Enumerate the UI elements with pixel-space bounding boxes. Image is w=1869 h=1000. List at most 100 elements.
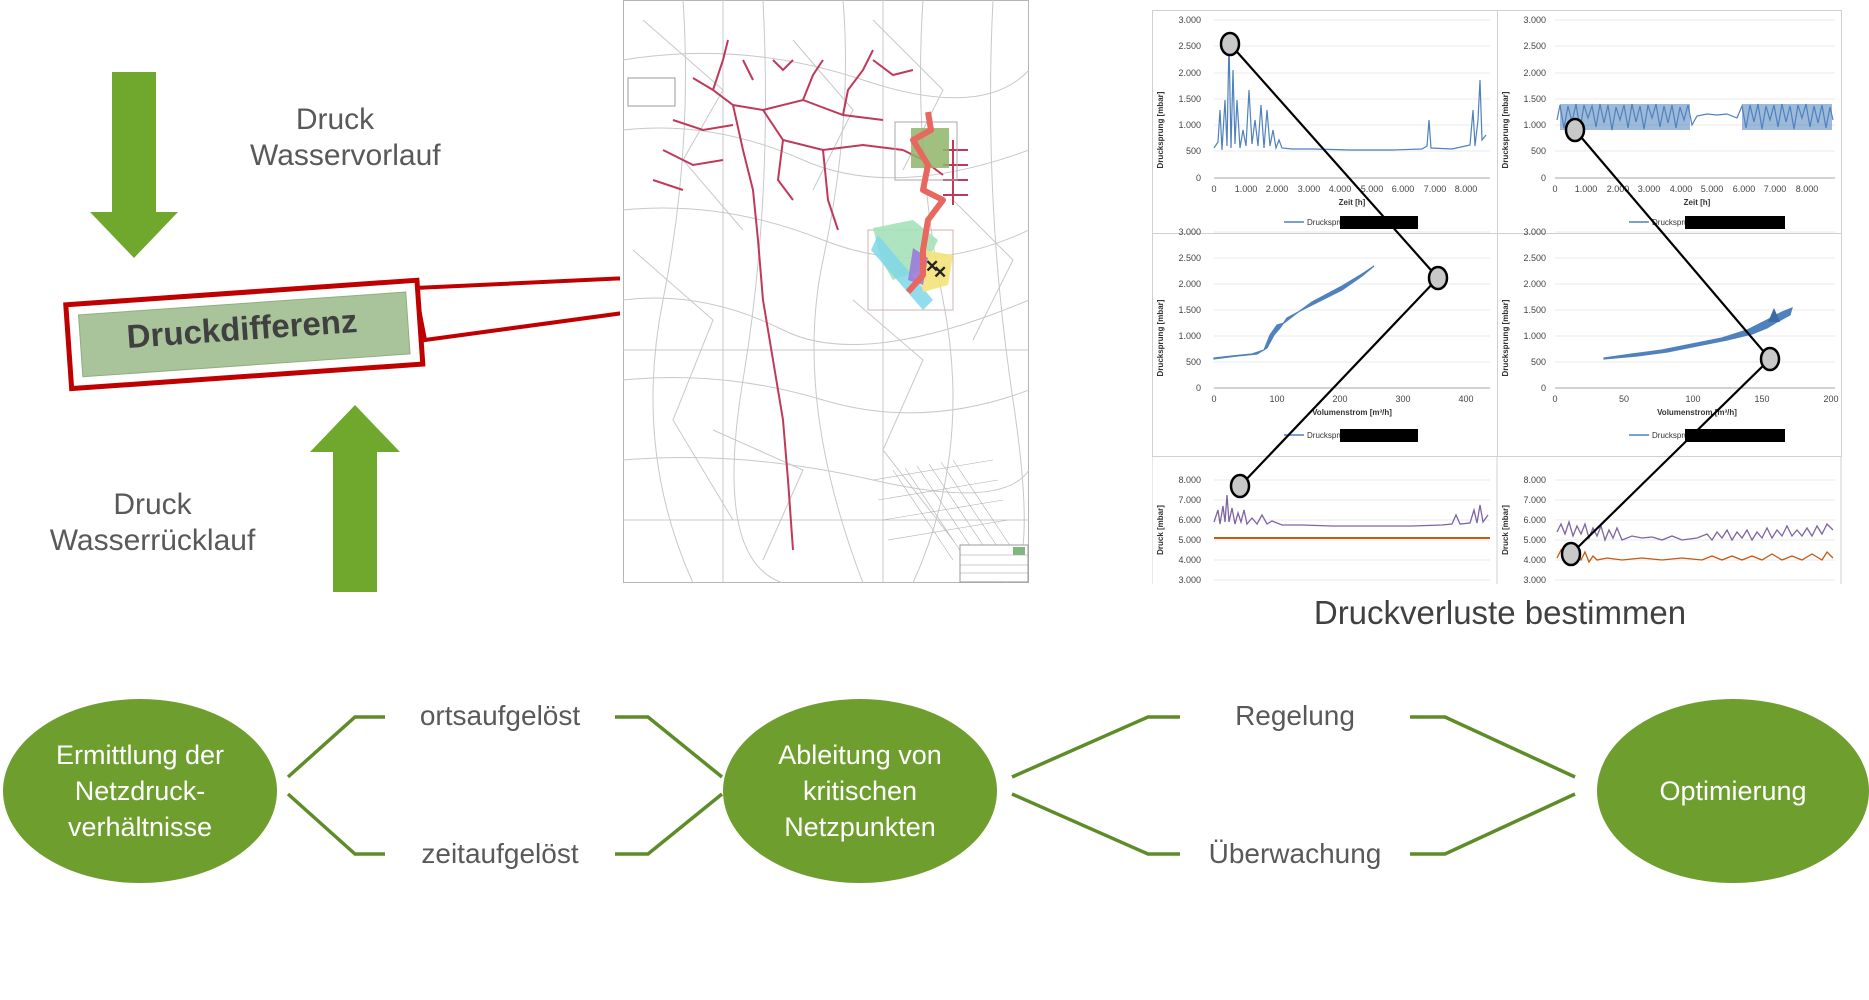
r1r-ytick: 1.500 [1523,94,1546,104]
r2r-xtick: 200 [1823,394,1838,404]
flow-diagram [3,699,1869,883]
r2l-ytick: 1.500 [1178,305,1201,315]
down-arrow-icon [90,72,178,258]
r1l-xtick: 0 [1211,184,1216,194]
r2l-xtick: 300 [1395,394,1410,404]
branch-control-label: Regelung [1235,700,1355,731]
chart-grid: .tick{font-size:9px;fill:#444;} .axt{fon… [1152,10,1842,585]
r1r-xtick: 4.000 [1670,184,1693,194]
redaction-box [1685,216,1785,229]
r1r-series [1556,103,1834,131]
r1l-xlabel: Zeit [h] [1339,198,1366,207]
chart-r3-left: Druck [mbar] 8.000 7.000 6.000 5.000 4.0… [1156,475,1490,585]
r1l-ytick: 1.500 [1178,94,1201,104]
map-grid-lines [872,459,1014,561]
r2r-ytick: 500 [1531,357,1546,367]
label-supply-line2: Wasservorlauf [250,139,441,172]
r2r-ytick: 3.000 [1523,227,1546,237]
r1r-xtick: 8.000 [1796,184,1819,194]
r1l-ytick: 500 [1186,146,1201,156]
r1l-ytick: 3.000 [1178,15,1201,25]
flow-node-2 [723,699,997,883]
r2r-ytick: 2.000 [1523,279,1546,289]
r1l-ytick: 1.000 [1178,120,1201,130]
map-marker-icon: ✕ [925,257,939,276]
flow-connectors [286,715,1576,856]
r3l-ytick: 3.000 [1178,575,1201,585]
r3l-ytick: 7.000 [1178,495,1201,505]
chart-r2-right: Drucksprung [mbar] 3.000 2.500 2.000 1.5… [1501,227,1839,442]
redaction-box [1685,429,1785,442]
r1l-xtick: 7.000 [1424,184,1447,194]
charts-caption: Druckverluste bestimmen [1313,594,1687,631]
map-critical-route [905,111,946,294]
up-arrow-icon [310,405,400,592]
r1r-ytick: 0 [1541,173,1546,183]
r1r-legend: Drucksprung [1652,218,1697,227]
r2r-xtick: 0 [1552,394,1557,404]
r2r-ytick: 1.500 [1523,305,1546,315]
r1l-ytick: 2.500 [1178,41,1201,51]
r1r-ytick: 2.000 [1523,68,1546,78]
network-map: ✕ ✕ [623,0,1029,583]
r2l-legend: Drucksprung [1307,431,1352,440]
r1l-xtick: 5.000 [1361,184,1384,194]
r2l-ytick: 2.000 [1178,279,1201,289]
r2l-ytick: 3.000 [1178,227,1201,237]
r2l-xtick: 0 [1211,394,1216,404]
r1l-ylabel: Drucksprung [mbar] [1156,91,1165,168]
r1r-xtick: 5.000 [1701,184,1724,194]
r3l-ytick: 8.000 [1178,475,1201,485]
r1r-ytick: 500 [1531,146,1546,156]
r2r-xtick: 100 [1685,394,1700,404]
r2l-xtick: 400 [1458,394,1473,404]
r2l-ytick: 0 [1196,383,1201,393]
pressure-diagram-left [63,72,620,592]
r1l-xtick: 4.000 [1329,184,1352,194]
branch-spatial-label: ortsaufgelöst [419,700,581,731]
r2r-ytick: 0 [1541,383,1546,393]
r3r-ytick: 8.000 [1523,475,1546,485]
map-network-pipes [652,39,968,551]
chart-r1-left: Drucksprung [mbar] 3.000 2.500 2.000 1.5… [1156,15,1490,229]
r1r-ytick: 3.000 [1523,15,1546,25]
chart-r2-left: Drucksprung [mbar] 3.000 2.500 2.000 1.5… [1156,227,1490,442]
r2l-ytick: 2.500 [1178,253,1201,263]
r2r-ytick: 1.000 [1523,331,1546,341]
svg-text:✕: ✕ [933,263,947,282]
r3l-ytick: 6.000 [1178,515,1201,525]
r3r-ytick: 4.000 [1523,555,1546,565]
r3r-ytick: 5.000 [1523,535,1546,545]
flow-node-2-label: Ableitung von kritischen Netzpunkten [778,740,942,842]
label-return-line1: Druck [113,488,192,521]
r1r-xtick: 7.000 [1764,184,1787,194]
r1r-ytick: 2.500 [1523,41,1546,51]
branch-temporal-label: zeitaufgelöst [421,838,579,869]
critical-point-markers [1219,31,1781,567]
r3l-ytick: 5.000 [1178,535,1201,545]
r2l-ytick: 1.000 [1178,331,1201,341]
r1l-xtick: 2.000 [1266,184,1289,194]
r1l-xtick: 8.000 [1455,184,1478,194]
r1r-xtick: 0 [1552,184,1557,194]
r2r-xtick: 50 [1619,394,1629,404]
r3l-series-purple [1213,494,1489,527]
r1l-ytick: 0 [1196,173,1201,183]
r1r-xlabel: Zeit [h] [1684,198,1711,207]
r3r-ytick: 6.000 [1523,515,1546,525]
r1l-ytick: 2.000 [1178,68,1201,78]
r2r-xlabel: Volumenstrom [m³/h] [1657,408,1737,417]
r1r-xtick: 1.000 [1575,184,1598,194]
redaction-box [1340,429,1418,442]
r2l-xlabel: Volumenstrom [m³/h] [1312,408,1392,417]
r2r-ylabel: Drucksprung [mbar] [1501,299,1510,376]
chart-r1-right: Drucksprung [mbar] 3.000 2.500 2.000 1.5… [1501,15,1835,229]
branch-monitoring-label: Überwachung [1208,838,1382,869]
r3l-ytick: 4.000 [1178,555,1201,565]
label-return-pressure: Druck Wasserrücklauf [40,487,265,559]
r2l-xtick: 200 [1332,394,1347,404]
r1r-xtick: 6.000 [1733,184,1756,194]
r2r-xtick: 150 [1754,394,1769,404]
flow-node-3-label: Optimierung [1659,776,1807,806]
r1l-xtick: 1.000 [1235,184,1258,194]
